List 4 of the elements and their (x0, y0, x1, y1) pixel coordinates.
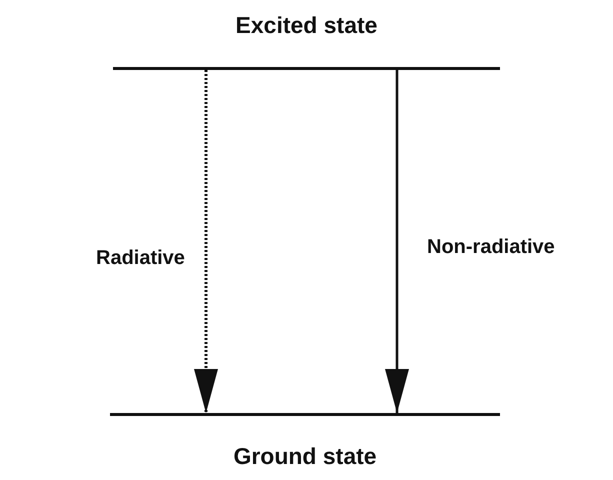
arrow (194, 70, 218, 413)
arrow (385, 70, 409, 413)
level-label: Ground state (232, 443, 378, 470)
level-label: Excited state (234, 12, 378, 39)
